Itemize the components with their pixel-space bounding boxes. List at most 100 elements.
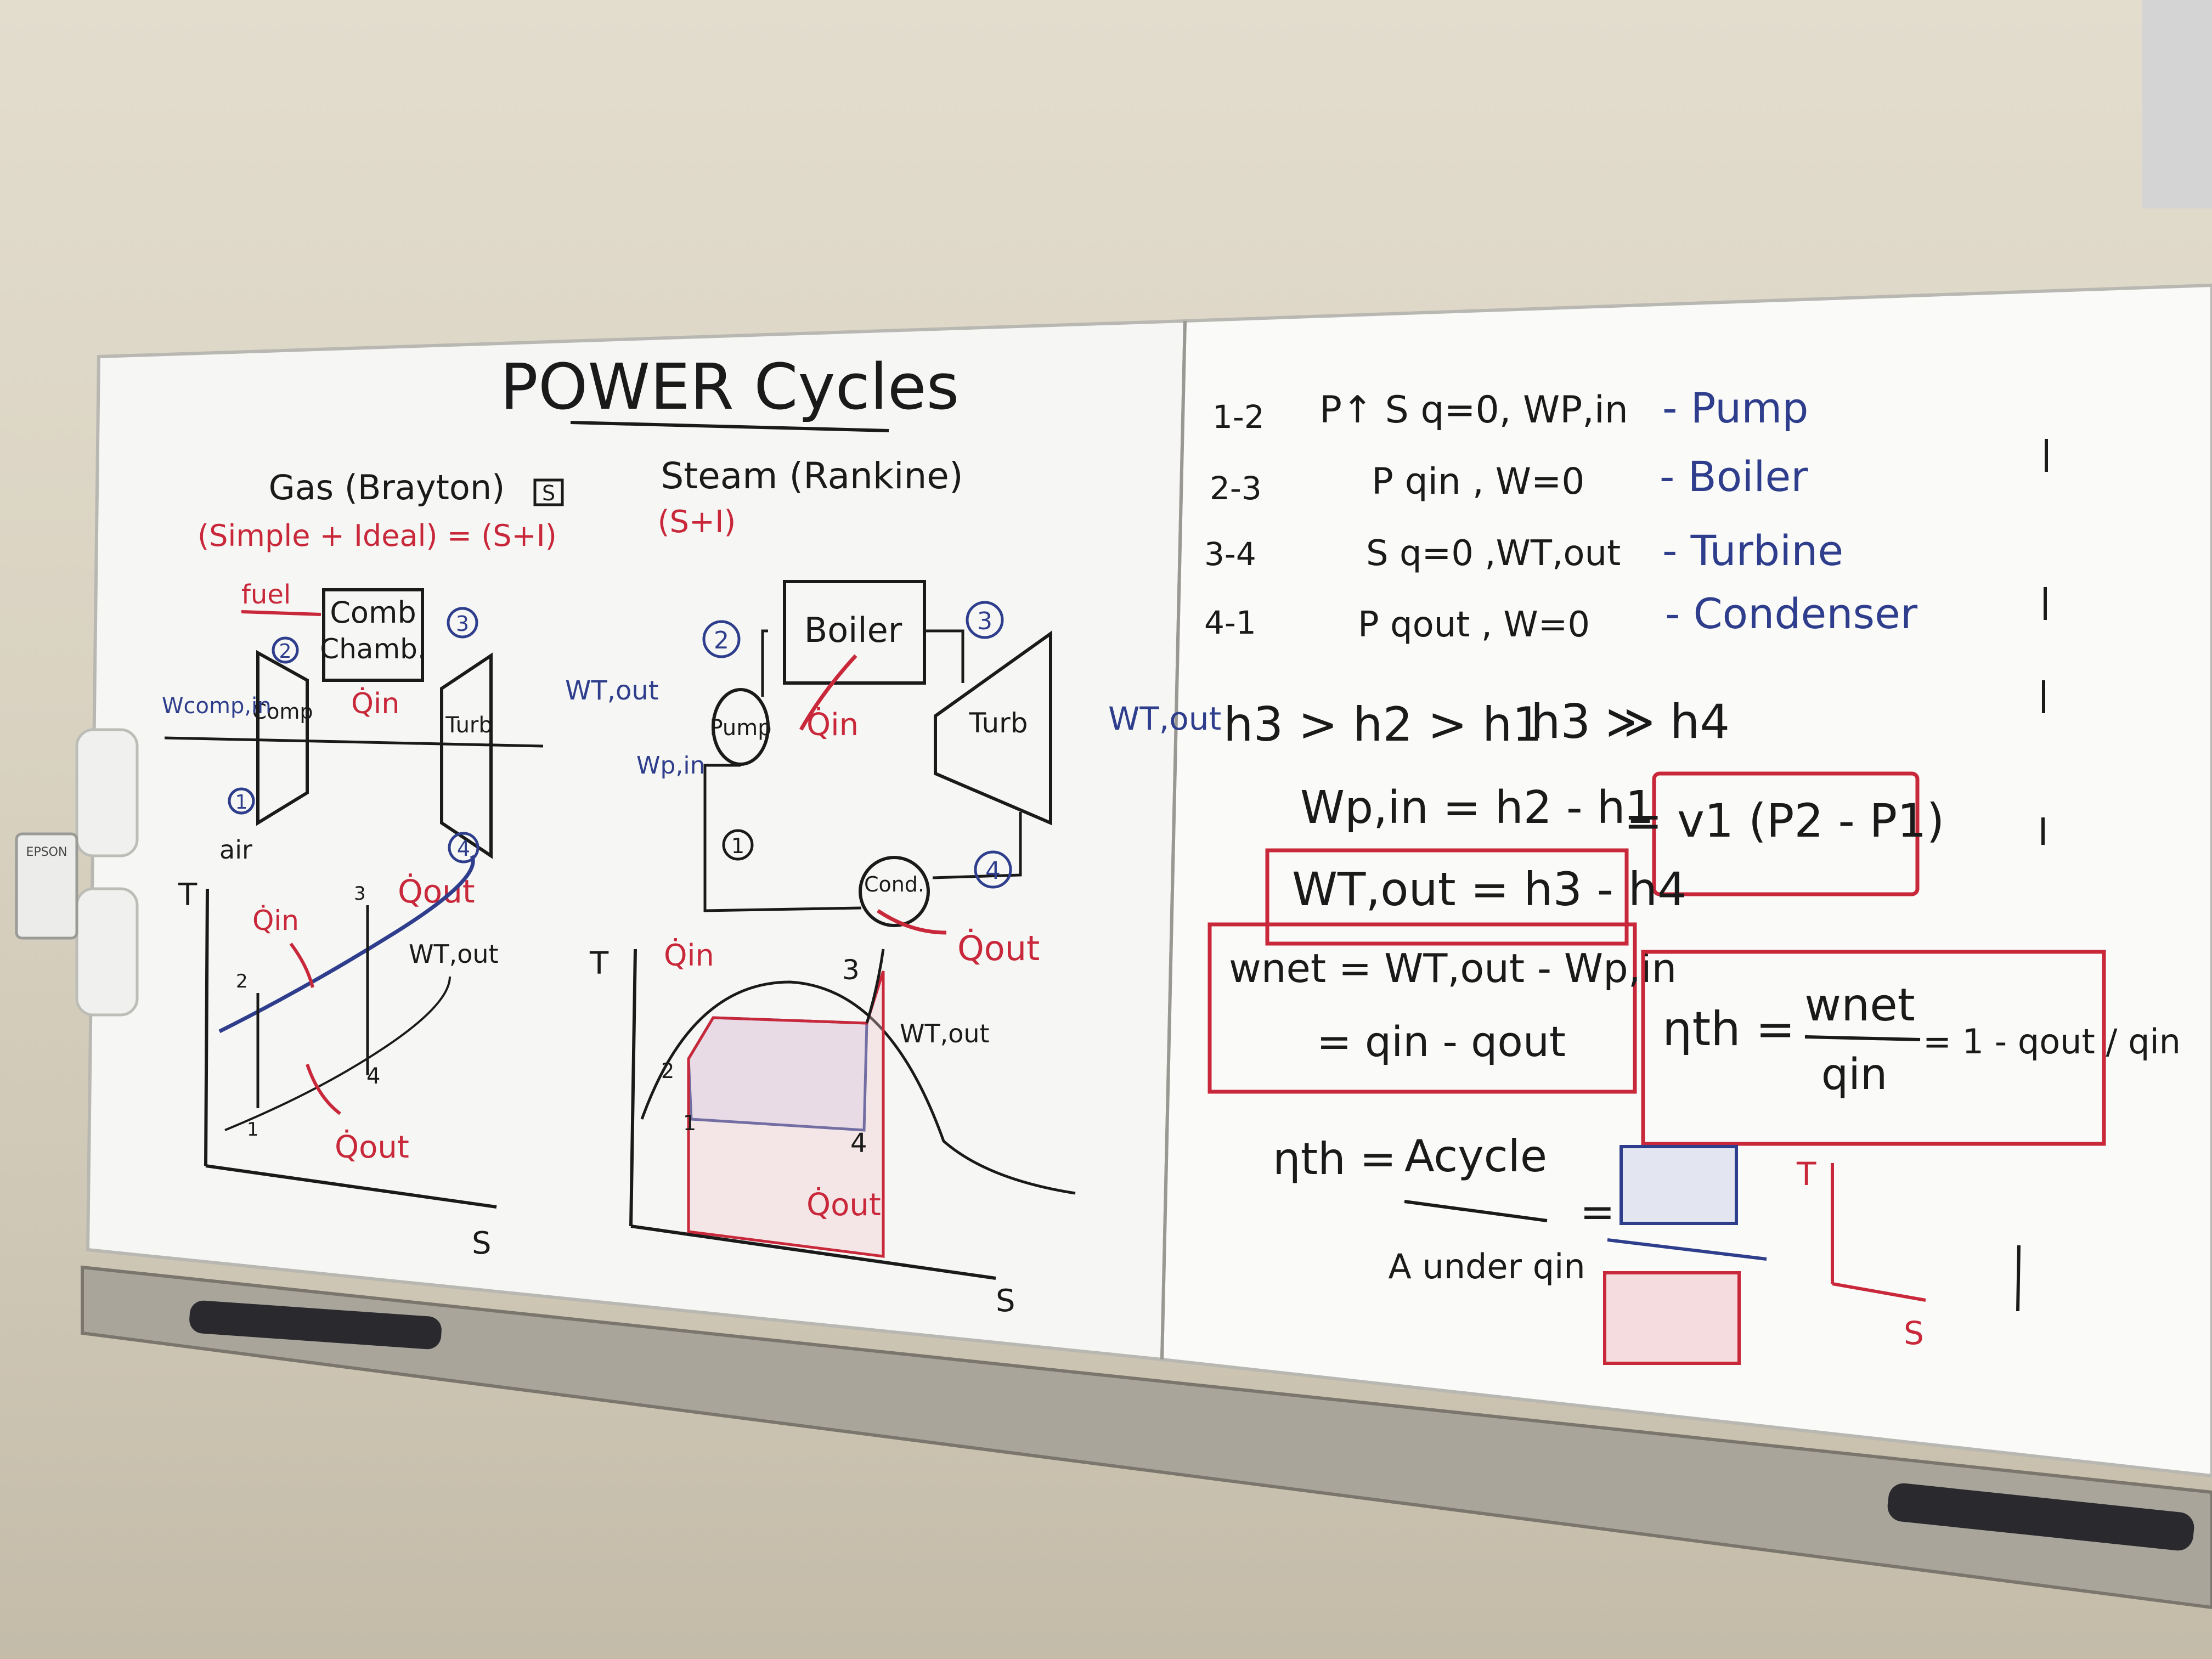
area-eff-lhs: ηth = [1273,1133,1396,1184]
rankine-state1-circle [722,829,754,861]
enthalpy-order-2: h3 ≫ h4 [1531,695,1730,749]
process-desc-4: P qout , W=0 [1358,605,1590,645]
brayton-ts-p4: 4 [366,1064,380,1089]
air-label: air [219,835,252,865]
process-component-3: - Turbine [1662,526,1843,575]
eff-fraction-bar [1804,1035,1921,1041]
area-eff-den: A under qin [1388,1246,1585,1286]
brayton-s-axis [205,1164,497,1209]
rankine-t-axis [629,949,637,1227]
compressor-shape [256,650,309,826]
rankine-saturation-dome [640,980,1076,1195]
process-desc-1: P↑ S q=0, WP,in [1319,388,1628,432]
net-work-box [1207,922,1637,1094]
rankine-turb-label: Turb [969,707,1028,739]
rankine-qout: Q̇out [957,928,1040,968]
rankine-piping-loop [703,764,862,912]
rankine-ts-s: S [996,1283,1015,1319]
net-work-line1: wnet = WT,out - Wp,in [1229,945,1677,991]
turb-label: Turb [445,713,493,738]
process-range-3: 3-4 [1204,535,1256,573]
title-underline [570,421,889,432]
area-fraction-bar [1404,1200,1548,1222]
process-component-4: - Condenser [1665,589,1918,638]
rankine-superheat [865,949,885,1024]
condenser-shape [859,856,930,927]
brayton-isobar-low [224,976,451,1131]
process-component-1: - Pump [1662,383,1809,432]
process-range-4: 4-1 [1204,604,1256,641]
qin-area-sketch [1603,1271,1741,1365]
brayton-ts-wtout: WT,out [409,939,499,969]
brayton-state1: 1 [235,791,248,814]
pump-work-eq: Wp,in = h2 - h1 [1300,782,1654,834]
area-sketch-bar [1607,1238,1767,1261]
brayton-state1-circle [228,787,255,815]
brayton-wtout-label: WT,out [565,675,659,706]
brayton-t-axis [204,888,209,1166]
pump-label: Pump [709,715,771,741]
rankine-state1: 1 [731,834,744,858]
rankine-state2: 2 [714,627,729,654]
net-work-line2: = qin - qout [1317,1017,1566,1066]
area-eff-num: Acycle [1404,1131,1547,1182]
rankine-wtout-label: WT,out [1108,700,1221,737]
brayton-ts-qin: Q̇in [252,905,299,936]
comb-line1: Comb [330,595,416,630]
rankine-subheading: (S+I) [658,504,736,540]
wall-sensor-top [75,728,139,857]
brayton-state4: 4 [457,837,470,861]
turbine-work-box [1265,848,1629,946]
brayton-qin: Q̇in [351,687,399,720]
brayton-subheading: (Simple + Ideal) = (S+I) [198,518,557,553]
rankine-ts-p3: 3 [842,954,860,986]
brayton-ts-p3: 3 [354,883,366,905]
rankine-piping-top [924,629,964,683]
rankine-state2-circle [702,620,741,658]
brayton-fuel-label: fuel [241,579,291,610]
board-title: POWER Cycles [500,351,960,424]
rankine-qin-arrow [799,654,857,731]
brayton-state3: 3 [456,612,469,636]
marker-tray [81,1265,2212,1610]
brayton-ts-s: S [472,1226,492,1261]
brayton-isobar-high [218,855,475,1034]
rankine-heading: Steam (Rankine) [661,455,963,497]
wall-sensor-bottom [75,887,139,1017]
comb-chamber-box [322,588,424,682]
epson-device [15,832,78,940]
small-ts-t: T [1796,1155,1816,1193]
pump-work-alt: = v1 (P2 - P1) [1624,794,1944,848]
cycle-area-sketch [1620,1145,1738,1225]
brayton-ts-p1: 1 [247,1119,259,1141]
brayton-shaft [164,736,544,748]
rankine-state4: 4 [985,857,1001,885]
small-s-axis [1832,1282,1926,1302]
rankine-piping-right [932,812,1022,879]
pump-work-alt-box [1652,771,1920,896]
eff-den: qin [1821,1050,1888,1099]
process-range-2: 2-3 [1210,470,1262,507]
eff-lhs: ηth = [1662,1002,1795,1057]
rankine-state3-circle [966,601,1004,639]
whiteboard-seam [1160,320,1187,1360]
cond-label: Cond. [864,872,924,896]
process-range-1: 1-2 [1212,398,1265,436]
edge-mark-5 [2016,1245,2021,1312]
rankine-state4-circle [974,850,1012,889]
process-desc-3: S q=0 ,WT,out [1366,533,1621,574]
process-desc-2: P qin , W=0 [1372,460,1584,503]
brayton-ts-qin-arrow [289,943,314,988]
brayton-ts-qout: Q̇out [335,1130,409,1165]
eff-num: wnet [1804,979,1915,1031]
eraser-right [1887,1483,2194,1551]
brayton-state4-circle [448,832,479,864]
rankine-ts-wtout: WT,out [900,1019,990,1048]
rankine-state3: 3 [977,607,992,635]
brayton-ts-qout-arrow [306,1064,341,1115]
comb-line2: Chamb. [320,633,426,665]
turbine-shape [440,652,493,859]
boiler-label: Boiler [804,610,902,650]
wpin-label: Wp,in [636,752,706,780]
